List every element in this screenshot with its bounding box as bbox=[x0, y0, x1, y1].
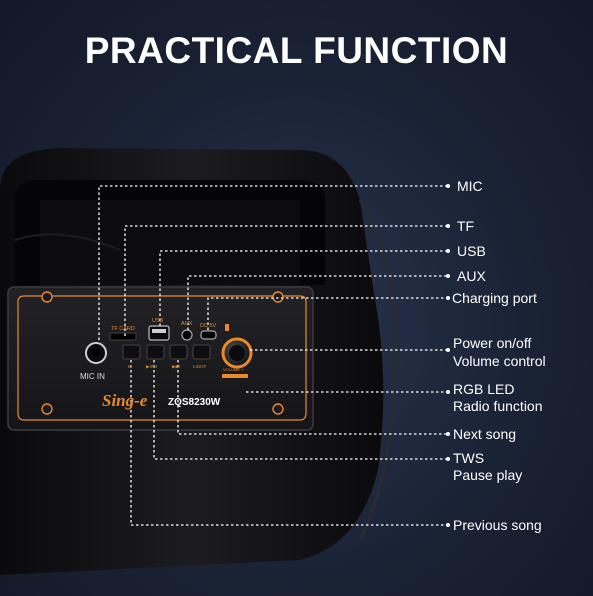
panel-light-button: LIGHT bbox=[193, 364, 207, 369]
page-title: PRACTICAL FUNCTION bbox=[84, 30, 509, 71]
panel-m-button: M bbox=[128, 364, 132, 369]
label-pause-play: Pause play bbox=[453, 467, 523, 483]
panel-aux: AUX bbox=[181, 321, 193, 327]
model-number: ZQS8230W bbox=[168, 397, 221, 408]
panel-dc: DC 5V bbox=[200, 323, 217, 329]
panel-volume: VOLUME + bbox=[223, 367, 244, 372]
orange-outline bbox=[17, 295, 307, 421]
panel-mode-button: ▶II/M bbox=[146, 364, 157, 369]
panel-tf-card: TF CARD bbox=[111, 326, 135, 332]
label-aux: AUX bbox=[457, 268, 486, 284]
label-power: Power on/off bbox=[453, 335, 532, 351]
dc-port bbox=[200, 330, 217, 340]
label-usb: USB bbox=[457, 243, 486, 259]
screw bbox=[41, 291, 284, 415]
label-mic: MIC bbox=[457, 178, 483, 194]
label-radio: Radio function bbox=[453, 398, 543, 414]
tf-slot bbox=[109, 332, 137, 341]
label-tws: TWS bbox=[453, 450, 485, 466]
label-rgb-led: RGB LED bbox=[453, 381, 515, 397]
leader-lines bbox=[98, 185, 448, 526]
label-previous-song: Previous song bbox=[453, 517, 542, 533]
button-row bbox=[122, 344, 211, 360]
label-next-song: Next song bbox=[453, 426, 517, 442]
label-volume: Volume control bbox=[453, 353, 546, 369]
label-charging-port: Charging port bbox=[452, 290, 537, 306]
label-tf: TF bbox=[457, 218, 475, 234]
panel-usb: USB bbox=[152, 318, 164, 324]
aux-jack bbox=[181, 329, 193, 341]
panel-next-button: ▶▶I bbox=[172, 364, 180, 369]
brand-logo: Sing-e bbox=[102, 391, 148, 410]
panel-mic-in: MIC IN bbox=[80, 372, 105, 381]
leader-dots bbox=[446, 184, 450, 527]
